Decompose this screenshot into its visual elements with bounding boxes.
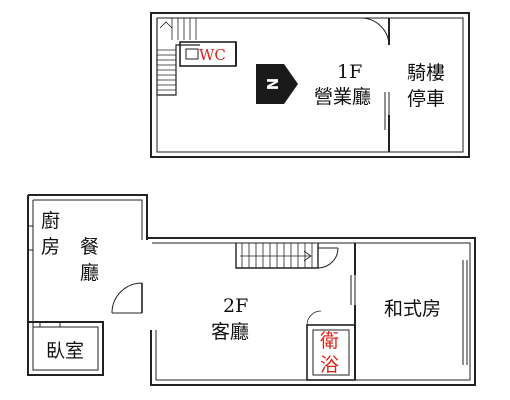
kitchen-label-1: 廚 <box>41 210 61 232</box>
living-level-label: 2F <box>223 295 249 317</box>
north-arrow-icon: N <box>256 64 298 104</box>
floor-2-plan <box>27 194 476 386</box>
bathroom <box>306 310 356 381</box>
wc-label: WC <box>199 46 226 64</box>
dining-label-2: 廳 <box>80 262 100 284</box>
dining-label-1: 餐 <box>80 236 100 258</box>
hall-level-label: 1F <box>337 61 363 83</box>
compass-letter: N <box>264 78 282 91</box>
floor-1-staircase <box>156 18 200 96</box>
floor-1-plan: N <box>150 12 470 158</box>
japanese-room-label: 和式房 <box>384 298 442 320</box>
arcade-label-line2: 停車 <box>407 88 446 110</box>
arcade-label-line1: 騎樓 <box>407 62 446 84</box>
kitchen-label-2: 房 <box>41 236 61 258</box>
bath-label-2: 浴 <box>320 354 340 376</box>
dining-door <box>111 282 143 314</box>
bedroom-label: 臥室 <box>46 340 85 362</box>
stair-door <box>317 247 339 269</box>
hall-door <box>360 17 390 46</box>
bath-label-1: 衛 <box>320 330 340 352</box>
living-name-label: 客廳 <box>211 321 250 343</box>
hall-name-label: 營業廳 <box>314 86 372 108</box>
wc-room <box>179 41 237 67</box>
floor-2-staircase <box>235 243 339 269</box>
